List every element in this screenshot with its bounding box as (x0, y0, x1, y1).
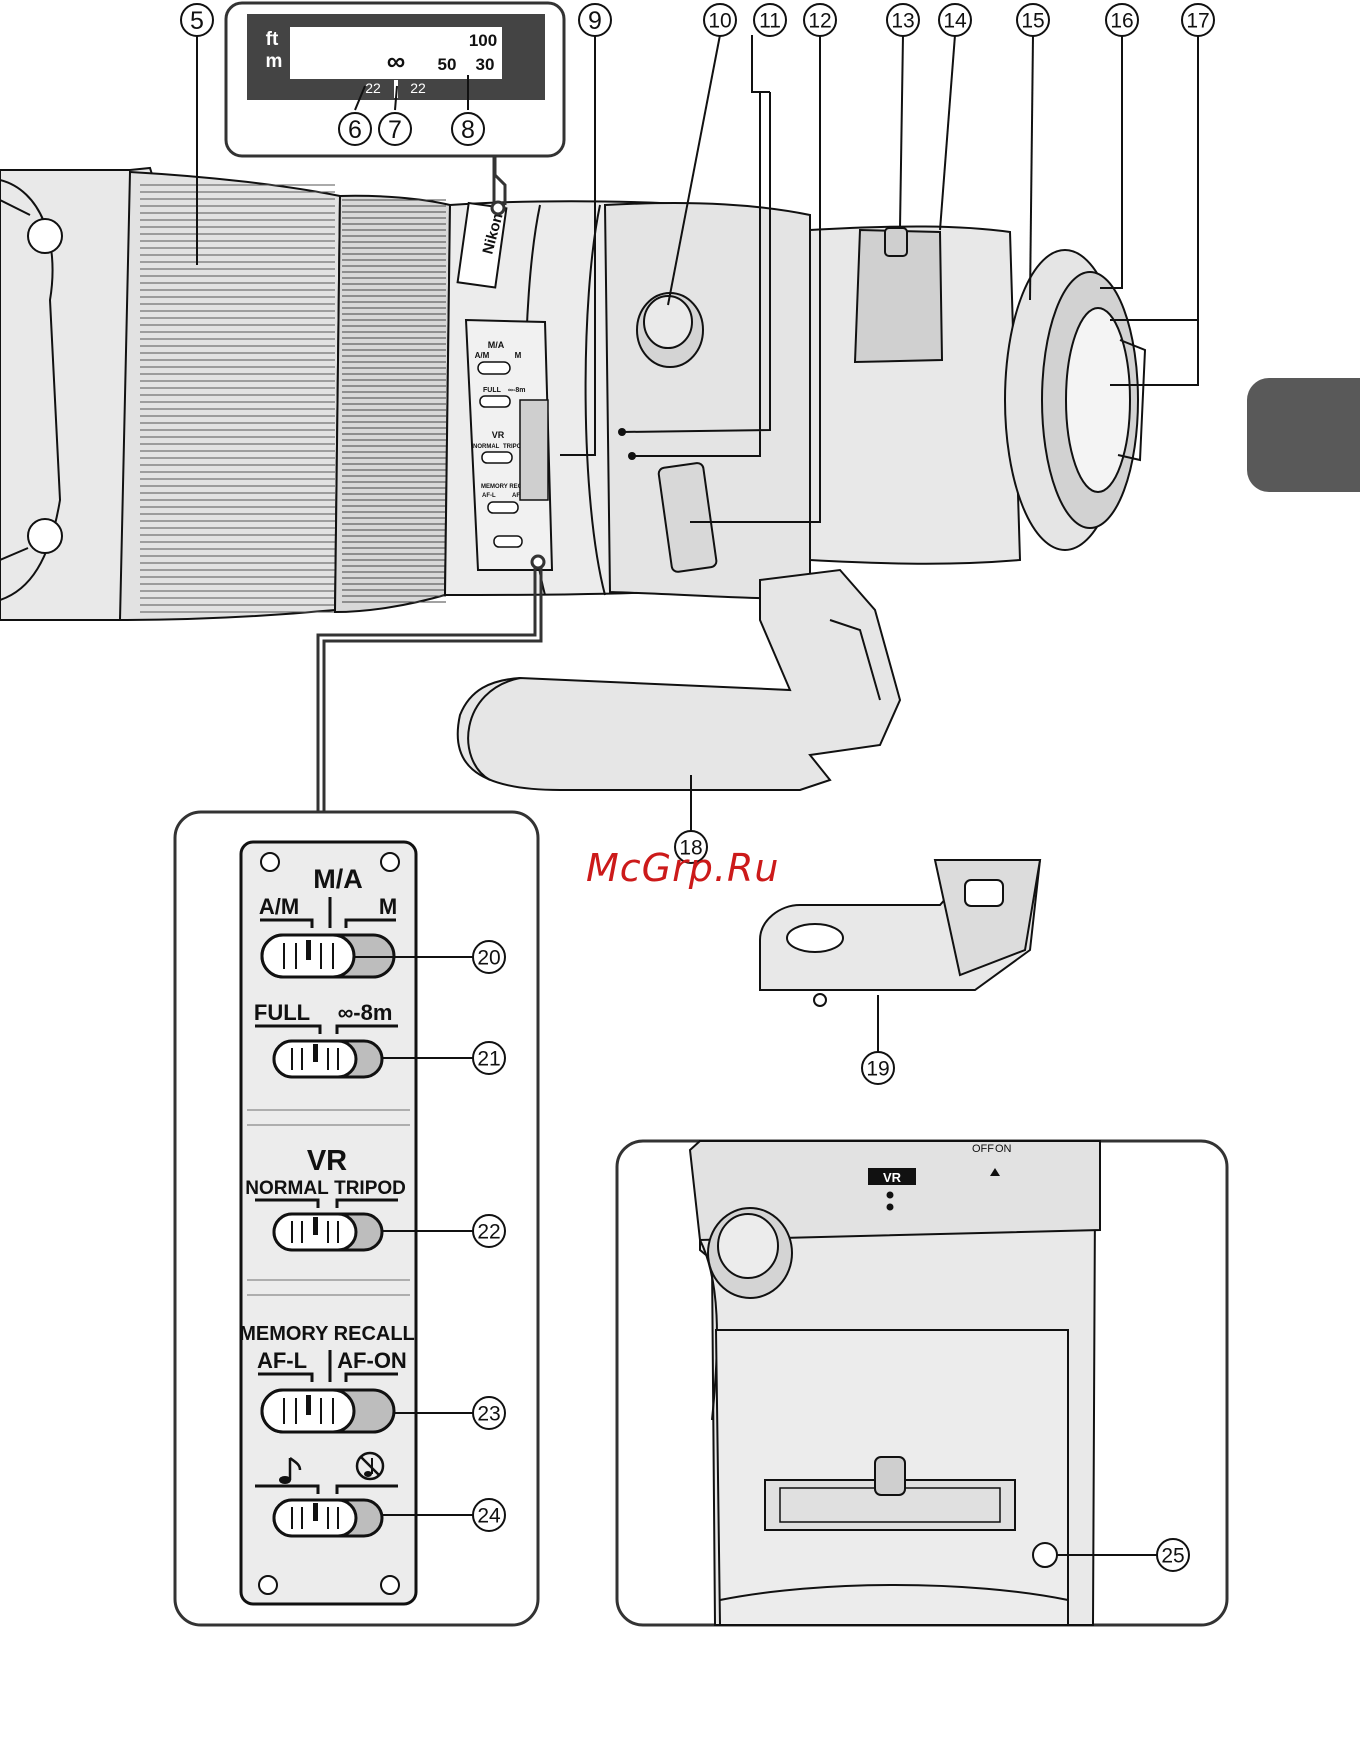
svg-text:11: 11 (759, 10, 781, 33)
rear-barrel (810, 226, 1145, 563)
memory-recall-title: MEMORY RECALL (239, 1323, 415, 1345)
vr-switch[interactable] (274, 1214, 382, 1250)
callout-20: 20 (473, 941, 505, 973)
detail-screw (875, 1457, 905, 1495)
mini-limit-left: FULL (483, 387, 502, 394)
beep-switch[interactable] (274, 1500, 382, 1536)
focus-mode-right: M (379, 894, 397, 919)
svg-text:20: 20 (477, 947, 500, 970)
mini-vr-left: NORMAL (473, 444, 500, 450)
zoom-ring (335, 196, 450, 612)
callout-7: 7 (379, 113, 411, 145)
mini-limit-right: ∞-8m (508, 387, 525, 394)
svg-text:9: 9 (588, 7, 602, 35)
callout-14: 14 (939, 4, 971, 36)
focus-limit-right: ∞-8m (338, 1000, 393, 1025)
scale-infinity: ∞ (387, 46, 406, 76)
mini-mem-left: AF-L (482, 493, 496, 499)
callout-15: 15 (1017, 4, 1049, 36)
watermark: McGrp.Ru (586, 846, 779, 890)
svg-text:17: 17 (1186, 10, 1209, 33)
vr-title: VR (307, 1145, 347, 1177)
scale-unit-ft: ft (266, 29, 279, 50)
svg-text:7: 7 (388, 116, 402, 144)
callout-16: 16 (1106, 4, 1138, 36)
focus-limit-left: FULL (254, 1000, 310, 1025)
svg-text:14: 14 (943, 10, 967, 33)
focus-limit-switch[interactable] (274, 1041, 382, 1077)
svg-text:24: 24 (477, 1505, 501, 1528)
svg-text:19: 19 (866, 1058, 889, 1081)
cpu-contacts (1066, 308, 1130, 492)
memory-recall-switch[interactable] (262, 1390, 394, 1432)
tripod-collar (605, 203, 810, 598)
svg-text:23: 23 (477, 1403, 500, 1426)
detail-on-label: ON (995, 1143, 1012, 1155)
scale-dof-left: 22 (365, 80, 381, 96)
tripod-foot-handle (458, 570, 900, 790)
mini-focus-left: A/M (475, 351, 490, 360)
mini-focus-mid: M/A (488, 340, 505, 350)
callout-13: 13 (887, 4, 919, 36)
callout-24: 24 (473, 1499, 505, 1531)
callout-17: 17 (1182, 4, 1214, 36)
detail-off-label: OFF (972, 1143, 994, 1155)
detail-button (1033, 1543, 1057, 1567)
vr-left: NORMAL (245, 1178, 329, 1199)
section-tab (1247, 378, 1360, 492)
scale-unit-m: m (266, 51, 283, 72)
scale-dof-right: 22 (410, 80, 426, 96)
focus-ring (120, 172, 340, 620)
scale-m-50: 50 (438, 55, 457, 74)
callout-5: 5 (181, 4, 213, 36)
mini-focus-right: M (515, 351, 522, 360)
callout-19: 19 (862, 1052, 894, 1084)
mini-vr: VR (492, 430, 505, 440)
callout-22: 22 (473, 1215, 505, 1247)
svg-text:21: 21 (477, 1048, 500, 1071)
callout-25: 25 (1157, 1539, 1189, 1571)
scale-ft-100: 100 (469, 31, 497, 50)
svg-text:22: 22 (477, 1221, 500, 1244)
callout-12: 12 (804, 4, 836, 36)
vr-right: TRIPOD (334, 1178, 406, 1199)
focus-mode-left: A/M (259, 894, 299, 919)
svg-text:13: 13 (891, 10, 914, 33)
callout-11: 11 (754, 4, 786, 36)
svg-text:6: 6 (348, 116, 362, 144)
memory-recall-left: AF-L (257, 1348, 307, 1373)
svg-text:5: 5 (190, 7, 204, 35)
tripod-socket-screw (885, 228, 907, 256)
svg-text:15: 15 (1021, 10, 1044, 33)
callout-21: 21 (473, 1042, 505, 1074)
callout-9: 9 (579, 4, 611, 36)
svg-text:25: 25 (1161, 1545, 1184, 1568)
svg-text:12: 12 (808, 10, 831, 33)
barrel-switch-panel: M/A A/M M FULL ∞-8m VR NORMAL TRIPOD MEM… (466, 320, 552, 570)
callout-23: 23 (473, 1397, 505, 1429)
svg-text:8: 8 (461, 116, 475, 144)
focus-mode-middle: M/A (313, 864, 363, 894)
svg-text:10: 10 (708, 10, 731, 33)
callout-10: 10 (704, 4, 736, 36)
tripod-foot (760, 860, 1040, 1006)
detail-view-inset: VR OFF ON (617, 1141, 1227, 1625)
callout-6: 6 (339, 113, 371, 145)
memory-recall-right: AF-ON (337, 1348, 407, 1373)
scale-m-30: 30 (476, 55, 495, 74)
callout-8: 8 (452, 113, 484, 145)
svg-text:16: 16 (1110, 10, 1133, 33)
detail-vr-badge: VR (883, 1170, 902, 1185)
